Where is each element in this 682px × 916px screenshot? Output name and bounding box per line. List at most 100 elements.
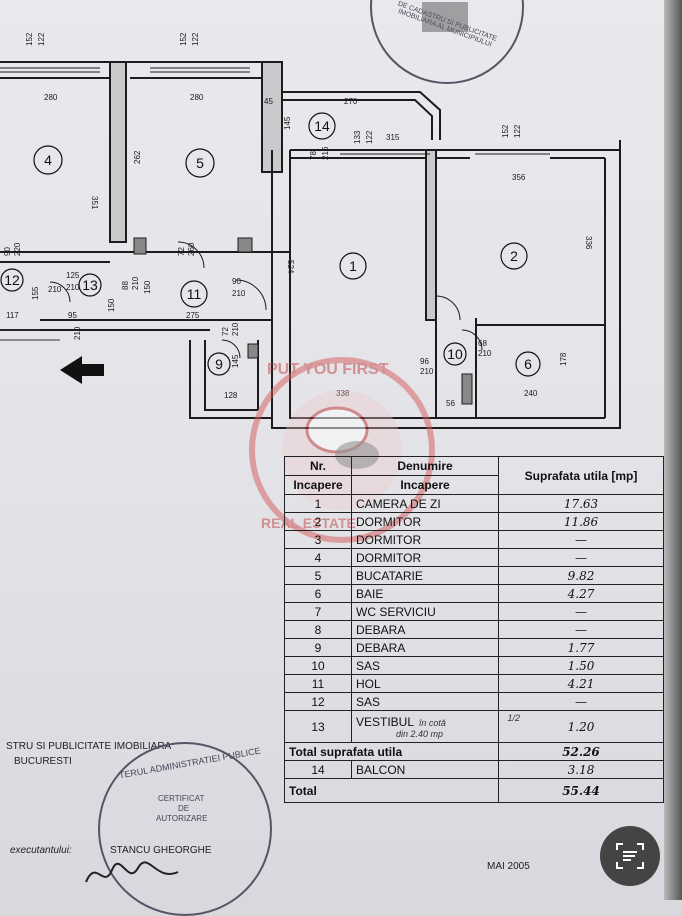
dimension-label: 90 [3, 247, 12, 256]
dimension-label: 122 [37, 32, 46, 46]
page-edge-shadow [664, 0, 682, 900]
header-nr-sub: Incapere [284, 475, 352, 495]
dimension-label: 216 [321, 146, 330, 160]
dimension-label: 210 [231, 322, 240, 336]
vestibul-note: în cotă [418, 717, 446, 728]
dimension-label: 150 [107, 298, 116, 312]
text-scan-icon [616, 843, 644, 869]
room-13-label: 13 [82, 277, 98, 293]
dimension-label: 72 [221, 327, 230, 336]
dimension-label: 315 [386, 133, 400, 142]
room-14-label: 14 [314, 118, 330, 134]
room-11-label: 11 [187, 286, 202, 302]
dimension-label: 122 [513, 124, 522, 138]
dimension-label: 210 [131, 276, 140, 290]
dimension-label: 210 [48, 285, 62, 294]
dimension-label: 260 [187, 242, 196, 256]
dimension-label: 125 [66, 271, 80, 280]
room-1-label: 1 [349, 258, 357, 274]
room-6-label: 6 [524, 356, 532, 372]
dimension-label: 152 [179, 32, 188, 46]
table-subheader-row: Incapere Incapere [284, 475, 664, 495]
dimension-label: 275 [186, 311, 200, 320]
entrance-arrow-icon [60, 356, 104, 384]
dimension-label: 155 [31, 286, 40, 300]
dimension-label: 338 [336, 389, 350, 398]
room-10-label: 10 [447, 346, 463, 362]
table-row: 13 VESTIBUL în cotă 1/2 din 2.40 mp 1.20 [284, 710, 664, 743]
dimension-label: 210 [73, 326, 82, 340]
dimension-label: 178 [559, 352, 568, 366]
institution-text-line1: STRU SI PUBLICITATE IMOBILIARA [6, 741, 172, 752]
total-row: Total 55.44 [284, 778, 664, 803]
dimension-label: 150 [143, 280, 152, 294]
dimension-label: 96 [420, 357, 429, 366]
vestibul-note2: din 2.40 mp [396, 728, 444, 739]
signature [85, 861, 179, 883]
room-2-label: 2 [510, 248, 518, 264]
dimension-label: 152 [501, 124, 510, 138]
dimension-label: 133 [353, 130, 362, 144]
dimension-label: 262 [133, 150, 142, 164]
dimension-label: 524 [286, 260, 295, 274]
executant-name: STANCU GHEORGHE [110, 845, 212, 856]
balcon-row: 14 BALCON 3.18 [284, 760, 664, 779]
dimension-label: 72 [177, 247, 186, 256]
room-9-label: 9 [215, 356, 223, 372]
dimension-label: 90 [232, 277, 241, 286]
dimension-label: 270 [344, 97, 358, 106]
header-nr: Nr. [284, 456, 352, 476]
dimension-label: 210 [232, 289, 246, 298]
stamp-center-text2: DE [178, 804, 190, 813]
header-suprafata: Suprafata utila [mp] [498, 456, 664, 495]
vestibul-fraction: 1/2 [507, 713, 520, 723]
stamp-center-text3: AUTORIZARE [156, 814, 208, 823]
dimension-label: 145 [231, 354, 240, 368]
text-scan-button[interactable] [600, 826, 660, 886]
header-denumire: Denumire [351, 456, 499, 476]
dimension-label: 210 [420, 367, 434, 376]
dimension-label: 128 [224, 391, 238, 400]
vestibul-name: VESTIBUL [356, 714, 414, 729]
room-12-label: 12 [4, 272, 20, 288]
institution-text-line2: BUCURESTI [14, 756, 72, 767]
table-header-row: Nr. Denumire Suprafata utila [mp] [284, 456, 664, 495]
stamp-center-text1: CERTIFICAT [158, 794, 205, 803]
executant-label: executantului: [10, 845, 72, 856]
dimension-label: 45 [264, 97, 273, 106]
rooms-table-container: Nr. Denumire Suprafata utila [mp] Incape… [284, 456, 664, 803]
dimension-label: 356 [512, 173, 526, 182]
dimension-label: 210 [66, 283, 80, 292]
dimension-label: 78 [309, 151, 318, 160]
dimension-label: 145 [283, 116, 292, 130]
rooms-table: Nr. Denumire Suprafata utila [mp] Incape… [284, 456, 664, 803]
dimension-label: 351 [90, 196, 99, 210]
dimension-label: 122 [191, 32, 200, 46]
dimension-label: 68 [478, 339, 487, 348]
dimension-label: 336 [584, 236, 593, 250]
dimension-label: 152 [25, 32, 34, 46]
dimension-label: 88 [121, 281, 130, 290]
room-5-label: 5 [196, 155, 204, 171]
dimension-label: 220 [13, 242, 22, 256]
dimension-label: 210 [478, 349, 492, 358]
dimension-label: 280 [190, 93, 204, 102]
room-4-label: 4 [44, 152, 52, 168]
dimension-label: 122 [365, 130, 374, 144]
dimension-label: 56 [446, 399, 455, 408]
document-date: MAI 2005 [487, 861, 530, 872]
header-denumire-sub: Incapere [351, 475, 499, 495]
watermark-text-top: PUT YOU FIRST [267, 361, 389, 378]
